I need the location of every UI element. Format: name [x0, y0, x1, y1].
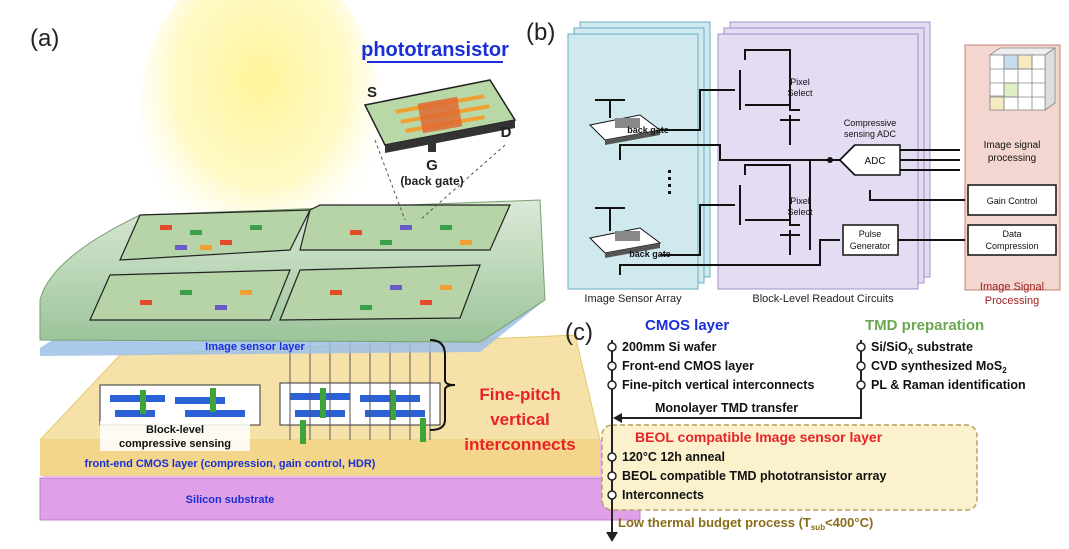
beol-title: BEOL compatible Image sensor layer: [635, 429, 883, 445]
pixel-dots: [140, 225, 472, 310]
panel-c: CMOS layer TMD preparation 200mm Si wafe…: [601, 317, 1026, 542]
flow-arrowhead: [606, 532, 618, 542]
panel-label-c: (c): [565, 319, 593, 346]
isp-bottom-label-1: Image Signal: [980, 281, 1044, 293]
gate-pin: [428, 140, 436, 152]
ellipsis-dots: [668, 170, 671, 194]
tmd-item-1-post: substrate: [913, 340, 973, 354]
readout-circuits-label: Block-Level Readout Circuits: [752, 293, 894, 305]
fine-pitch-label-3: interconnects: [464, 435, 575, 454]
compressive-adc-label-1: Compressive: [844, 118, 897, 128]
monolayer-transfer-label: Monolayer TMD transfer: [655, 401, 798, 415]
source-label: S: [367, 84, 377, 101]
sensor-device-bottom: [588, 207, 662, 258]
silicon-substrate-label: Silicon substrate: [186, 494, 275, 506]
adc-block: [838, 144, 901, 176]
compressive-sensing-label: compressive sensing: [119, 438, 231, 450]
beol-item-1: 120°C 12h anneal: [622, 450, 725, 464]
tmd-item-2-sub: 2: [1002, 366, 1007, 375]
back-gate-note: (back gate): [400, 174, 463, 188]
fine-pitch-label-2: vertical: [490, 410, 550, 429]
isp-bottom-label-2: Processing: [985, 295, 1039, 307]
data-compression-label-1: Data: [1002, 229, 1021, 239]
tmd-item-2: CVD synthesized MoS2: [871, 359, 1007, 375]
isp-label-1: Image signal: [984, 140, 1041, 151]
silicon-substrate-slab: [39, 477, 641, 521]
tmd-step-circles: [856, 342, 866, 390]
cmos-item-1: 200mm Si wafer: [622, 340, 717, 354]
compressive-adc-label-2: sensing ADC: [844, 129, 897, 139]
interconnect-brace: [429, 339, 456, 431]
phototransistor-channel: [417, 96, 463, 134]
phototransistor-edge: [385, 120, 515, 153]
tmd-item-3: PL & Raman identification: [871, 378, 1026, 392]
pixel-select-bot-2: Select: [787, 207, 813, 217]
panel-label-a: (a): [30, 25, 59, 52]
cmos-item-3: Fine-pitch vertical interconnects: [622, 378, 814, 392]
thermal-post: <400°C): [825, 515, 873, 530]
cmos-item-2: Front-end CMOS layer: [622, 359, 754, 373]
isp-label-2: processing: [988, 153, 1036, 164]
pixel-select-top-2: Select: [787, 88, 813, 98]
pulse-label-2: Generator: [850, 241, 891, 251]
pixel-select-top-1: Pixel: [790, 77, 810, 87]
tmd-item-2-pre: CVD synthesized MoS: [871, 359, 1002, 373]
panel-label-b: (b): [526, 19, 555, 46]
tmd-item-1-pre: Si/SiO: [871, 340, 908, 354]
light-glow: [140, 0, 380, 260]
cmos-step-circles: [607, 342, 617, 500]
beol-box: [601, 424, 978, 511]
panel-b: back gate back gate: [567, 21, 1061, 307]
tmd-preparation-title: TMD preparation: [865, 317, 984, 334]
cmos-circuit-blocks: [99, 382, 441, 444]
data-compression-label-2: Compression: [985, 241, 1038, 251]
gate-label: G: [426, 157, 438, 174]
fine-pitch-label-1: Fine-pitch: [479, 385, 560, 404]
image-sensor-layer-label: Image sensor layer: [205, 341, 305, 353]
pulse-label-1: Pulse: [859, 229, 882, 239]
adc-label: ADC: [864, 156, 885, 167]
back-gate-top-label: back gate: [627, 125, 669, 135]
thermal-budget-label: Low thermal budget process (Tsub<400°C): [618, 515, 873, 532]
beol-item-3: Interconnects: [622, 488, 704, 502]
transfer-arrowhead: [613, 413, 622, 423]
phototransistor-title: phototransistor: [361, 39, 509, 61]
cmos-layer-title: CMOS layer: [645, 317, 729, 334]
tmd-item-1: Si/SiOX substrate: [871, 340, 973, 356]
isp-data-cube: [988, 47, 1057, 111]
pixel-select-bot-1: Pixel: [790, 196, 810, 206]
readout-wiring: [619, 49, 965, 275]
beol-item-2: BEOL compatible TMD phototransistor arra…: [622, 469, 886, 483]
thermal-pre: Low thermal budget process (T: [618, 515, 811, 530]
back-gate-bottom-label: back gate: [629, 249, 671, 259]
pulse-generator-block: [842, 224, 899, 256]
block-level-label: Block-level: [146, 424, 204, 436]
gain-control-block: [967, 184, 1057, 216]
callout-lines: [374, 139, 506, 221]
panel-a: phototransistor S D G (back gate) Image …: [38, 0, 641, 521]
front-end-cmos-label: front-end CMOS layer (compression, gain …: [85, 458, 376, 470]
image-sensor-array-label: Image Sensor Array: [584, 293, 682, 305]
drain-label: D: [501, 124, 512, 141]
data-compression-block: [967, 224, 1057, 256]
junction-dot: [827, 157, 833, 163]
block-level-box: [100, 421, 250, 451]
gain-control-label: Gain Control: [987, 196, 1038, 206]
thermal-sub: sub: [811, 523, 825, 532]
tmd-item-1-sub: X: [908, 347, 914, 356]
